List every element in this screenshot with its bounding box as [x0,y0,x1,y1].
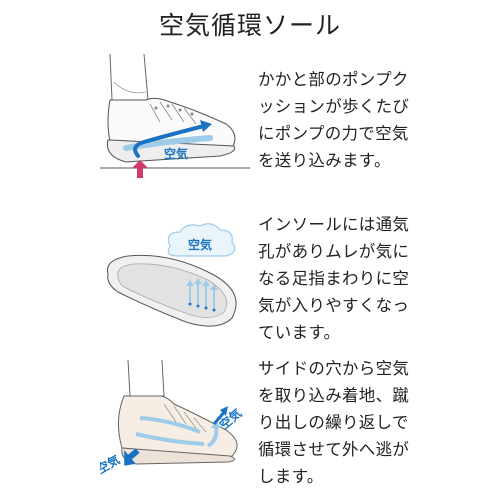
text-line: にポンプの力で空気 [258,124,409,143]
text-line: り出しの繰り返しで [258,413,409,432]
insole-description: インソールには通気 孔がありムレが気に なる足指まわりに空 気が入りやすくなっ … [258,211,494,346]
air-label: 空気 [188,237,212,252]
text-line: します。 [258,467,324,486]
text-line: かかと部のポンプク [258,70,409,89]
text-line: インソールには通気 [258,215,410,234]
text-line: ています。 [258,323,341,342]
text-line: を送り込みます。 [258,151,391,170]
text-line: を取り込み着地、蹴 [258,386,410,405]
text-line: ッションが歩くたび [258,97,410,116]
heel-pump-description: かかと部のポンプク ッションが歩くたび にポンプの力で空気 を送り込みます。 [258,66,494,174]
text-line: なる足指まわりに空 [258,269,410,288]
text-line: 気が入りやすくなっ [258,296,410,315]
side-vent-description: サイドの穴から空気 を取り込み着地、蹴 り出しの繰り返しで 循環させて外へ逃が … [258,355,494,490]
heel-pump-illustration: 空気 [100,53,250,178]
air-label-bottom: 空気 [100,452,122,477]
air-label: 空気 [164,146,188,161]
page-title: 空気循環ソール [158,11,341,40]
text-line: サイドの穴から空気 [258,359,410,378]
side-vent-illustration: 空気 空気 [100,360,244,477]
text-line: 循環させて外へ逃が [258,440,410,459]
insole-illustration: 空気 [106,223,237,327]
text-line: 孔がありムレが気に [258,242,410,261]
